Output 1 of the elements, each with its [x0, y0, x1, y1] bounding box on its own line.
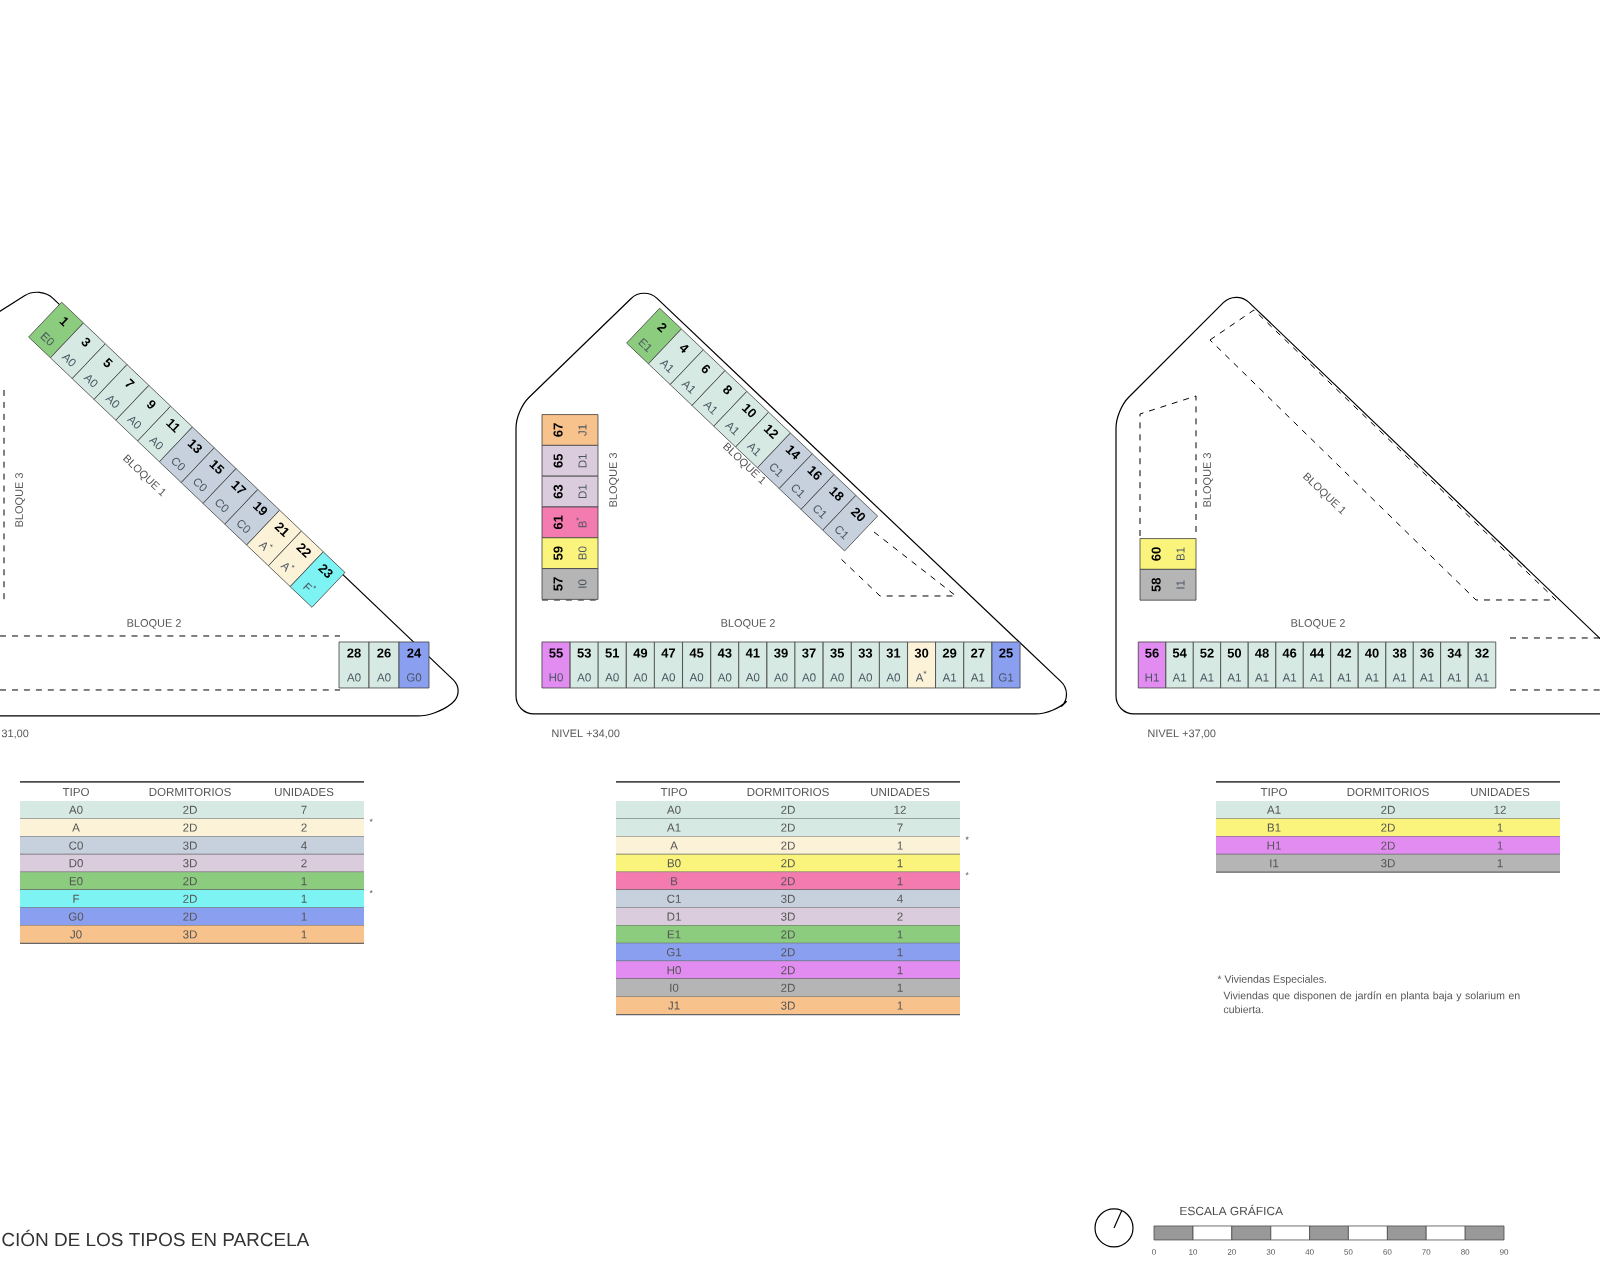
title: CIÓN DE LOS TIPOS EN PARCELA	[2, 1229, 310, 1247]
